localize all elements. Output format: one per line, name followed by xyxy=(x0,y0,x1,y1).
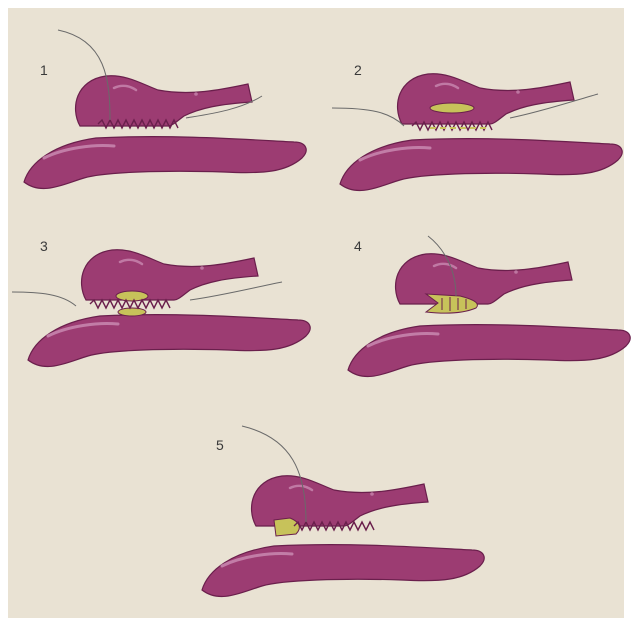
mucosa-opening-3a xyxy=(116,291,148,301)
step-1-illustration xyxy=(24,30,306,189)
mucosa-opening-5 xyxy=(274,518,299,536)
step-2-illustration xyxy=(332,74,622,191)
suture-thread-3a xyxy=(12,292,76,306)
step-number-4: 4 xyxy=(354,238,362,254)
step-number-1: 1 xyxy=(40,62,48,78)
step-3-illustration xyxy=(12,250,310,367)
step-number-2: 2 xyxy=(354,62,362,78)
mucosa-opening-3b xyxy=(118,308,146,316)
step-number-5: 5 xyxy=(216,437,224,453)
step-5-illustration xyxy=(202,426,484,597)
step-4-illustration xyxy=(348,236,630,377)
step-number-3: 3 xyxy=(40,238,48,254)
mucosa-opening-2 xyxy=(430,103,474,113)
suture-thread-2a xyxy=(332,108,404,126)
